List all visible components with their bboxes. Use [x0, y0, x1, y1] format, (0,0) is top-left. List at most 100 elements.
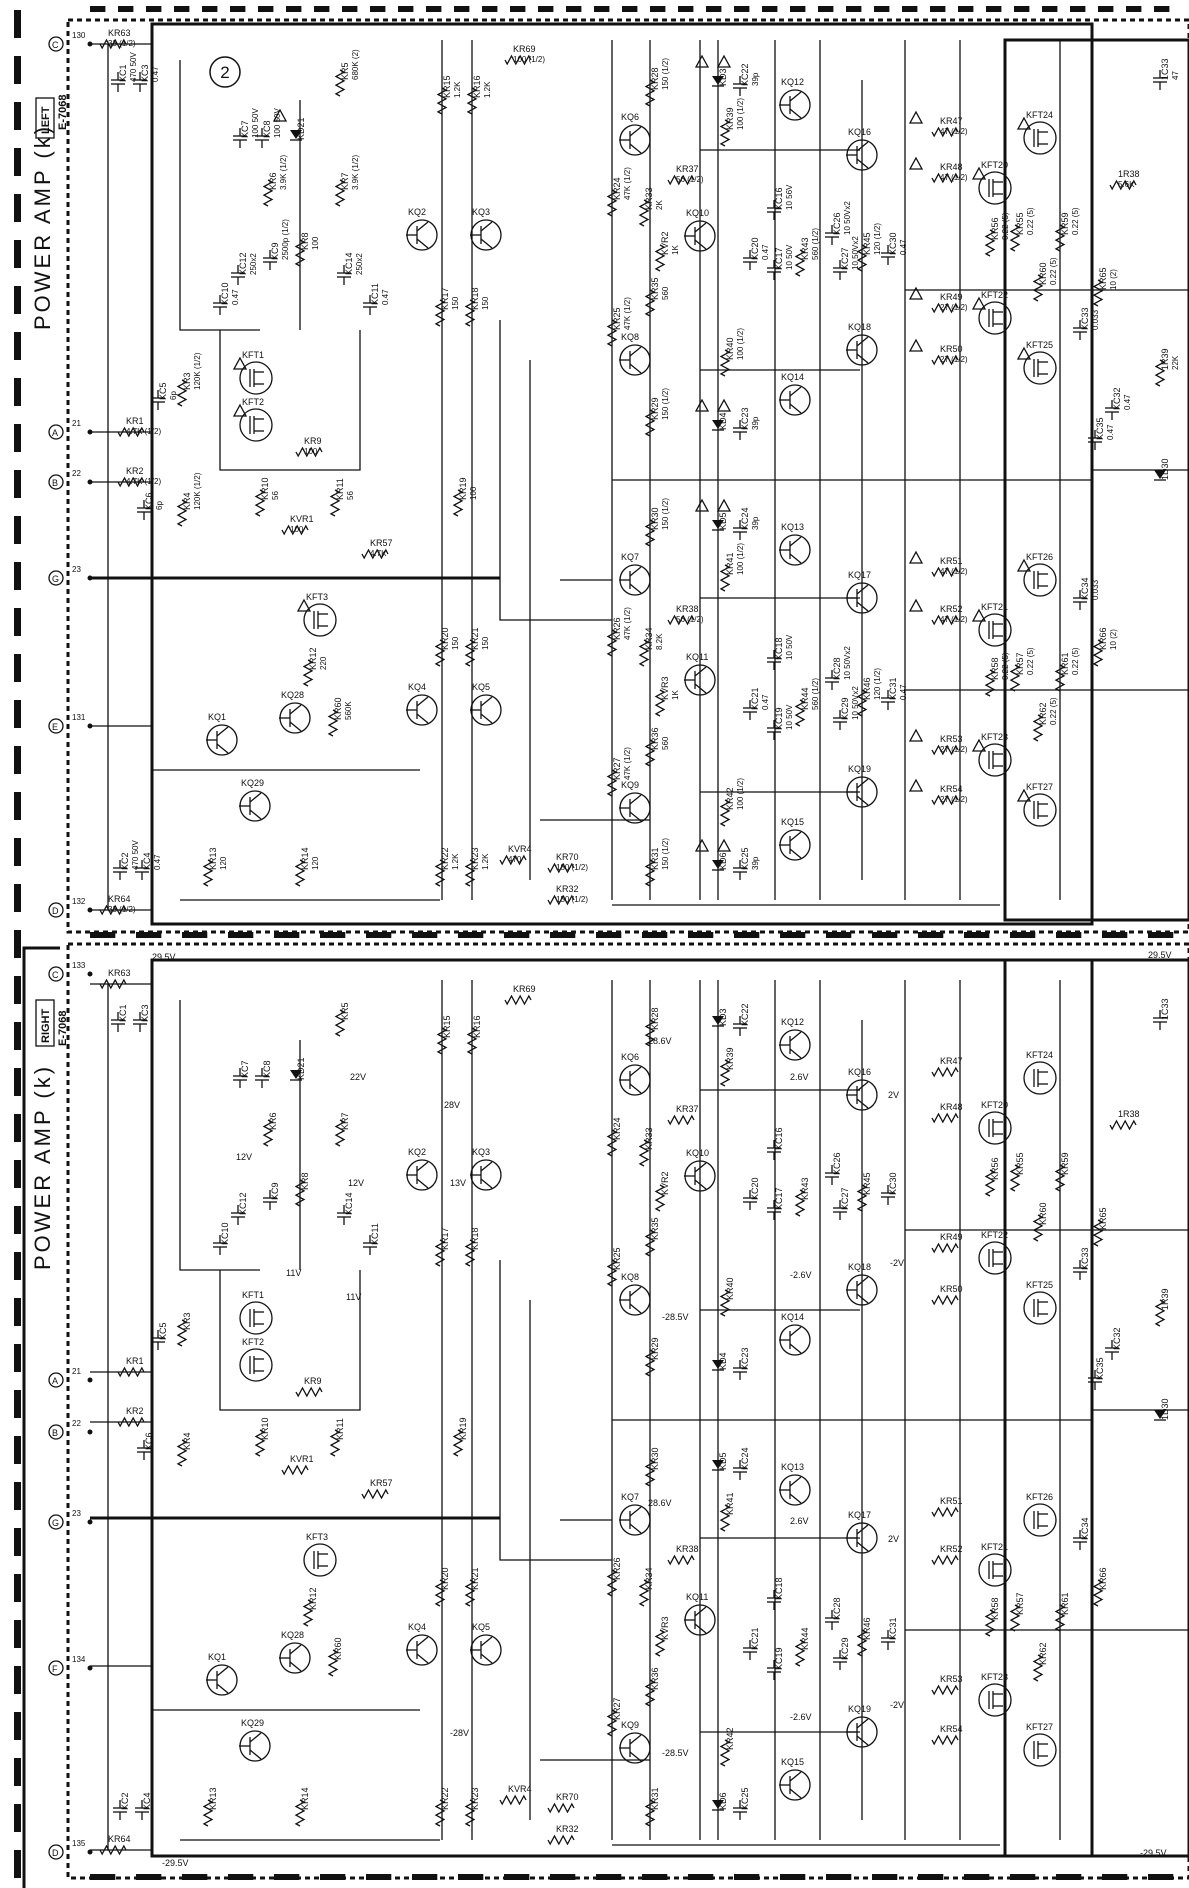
- right-wiring: [90, 980, 1189, 1851]
- value-kr28: 150 (1/2): [661, 58, 670, 90]
- component-1r38: 1R38: [1109, 1109, 1140, 1131]
- ref-kft23: KFT23: [981, 1672, 1008, 1682]
- component-kr54: KR54: [931, 1724, 963, 1746]
- ref-kd5: KD5: [718, 1452, 728, 1470]
- component-kq12: KQ12: [779, 1017, 811, 1061]
- edge-dash: [14, 516, 21, 544]
- component-kc22: KC22: [733, 1003, 750, 1036]
- component-kq2: KQ2: [406, 207, 438, 251]
- ref-kr26: KR26: [612, 617, 622, 640]
- component-kr20: KR20: [434, 1567, 450, 1607]
- ref-kr69: KR69: [513, 44, 536, 54]
- right-channel-panel: POWER AMP (k) RIGHT E-7068 C133A21B22G23…: [22, 942, 1189, 1888]
- terminal-letter: B: [52, 478, 58, 488]
- ref-kc8: KC8: [262, 120, 272, 138]
- edge-dash: [14, 1850, 21, 1878]
- value-kr21: 150: [481, 636, 490, 650]
- ref-kr6: KR6: [268, 1112, 278, 1130]
- component-kq1: KQ1: [206, 712, 238, 756]
- terminal-pin: 23: [72, 565, 81, 574]
- rail-dash: [228, 1874, 254, 1880]
- voltage-v2b: 2V: [888, 1534, 899, 1544]
- ref-kr30: KR30: [650, 507, 660, 530]
- value-kr50: 27 (1/2): [940, 355, 968, 364]
- component-kr10: KR10: [254, 1417, 270, 1457]
- value-kc27: 10 50Vx2: [851, 236, 860, 270]
- ref-kr62: KR62: [1038, 1642, 1048, 1665]
- rail-dash: [274, 932, 300, 938]
- ref-kr57: KR57: [1015, 1592, 1025, 1615]
- component-kc14: KC14: [337, 1192, 354, 1225]
- rail-dash: [342, 6, 358, 12]
- ref-kr20: KR20: [440, 1567, 450, 1590]
- value-kc10: 0.47: [231, 289, 240, 305]
- ref-kr51: KR51: [940, 556, 963, 566]
- ref-kr46: KR46: [862, 1617, 872, 1640]
- value-kr48: 47 (1/2): [940, 173, 968, 182]
- value-kc34: 0.033: [1091, 579, 1100, 600]
- value-kr33: 2K: [655, 200, 664, 210]
- ref-kc4: KC4: [142, 852, 152, 870]
- component-kft1: KFT1: [232, 350, 273, 395]
- edge-dash: [14, 1666, 21, 1694]
- component-kq5: KQ5: [470, 682, 502, 726]
- component-kr60: KR60: [1032, 1202, 1048, 1242]
- edge-dash-marks: [14, 10, 21, 1878]
- ref-kr29: KR29: [650, 397, 660, 420]
- component-kr31: KR31: [644, 1787, 660, 1827]
- component-kft26: KFT26: [1023, 1492, 1057, 1537]
- component-kft2: KFT2: [239, 1337, 273, 1382]
- ref-kr9: KR9: [304, 436, 322, 446]
- value-kr70: 180 (1/2): [556, 863, 588, 872]
- component-kr51: KR51: [931, 1496, 963, 1518]
- terminal-pin: 23: [72, 1509, 81, 1518]
- value-kc8: 100 50V: [273, 108, 282, 138]
- component-kr70: KR70: [547, 1792, 579, 1814]
- ref-kr51: KR51: [940, 1496, 963, 1506]
- rail-dash: [458, 932, 484, 938]
- ref-kq8: KQ8: [621, 332, 639, 342]
- component-kq28: KQ28: [279, 690, 311, 734]
- left-channel-label: LEFT: [40, 106, 52, 134]
- ref-kc33: KC33: [1080, 1247, 1090, 1270]
- rail-dash: [734, 932, 760, 938]
- component-kft26: KFT26: [1016, 552, 1057, 597]
- ref-1c33: 1C33: [1160, 998, 1170, 1020]
- component-kr2: KR2: [117, 1406, 145, 1428]
- value-kr69: 100 (1/2): [513, 55, 545, 64]
- ref-kq11: KQ11: [686, 652, 708, 662]
- value-kc31: 0.47: [899, 684, 908, 700]
- value-kr54: 27 (1/2): [940, 795, 968, 804]
- rail-dash: [706, 6, 722, 12]
- ref-kc18: KC18: [774, 1577, 784, 1600]
- rail-dash: [762, 6, 778, 12]
- component-kc33: KC33: [1073, 1247, 1090, 1280]
- component-kr17: KR17: [434, 1227, 450, 1267]
- terminal-letter: A: [52, 428, 58, 438]
- ref-kc9: KC9: [270, 1182, 280, 1200]
- value-kr6: 3.9K (1/2): [279, 155, 288, 190]
- edge-dash: [14, 424, 21, 452]
- component-kq14: KQ14: [779, 372, 811, 416]
- ref-kr41: KR41: [725, 552, 735, 575]
- component-kr22: KR22: [434, 1787, 450, 1827]
- ref-kft1: KFT1: [242, 350, 264, 360]
- component-kd6: KD6: [694, 838, 728, 871]
